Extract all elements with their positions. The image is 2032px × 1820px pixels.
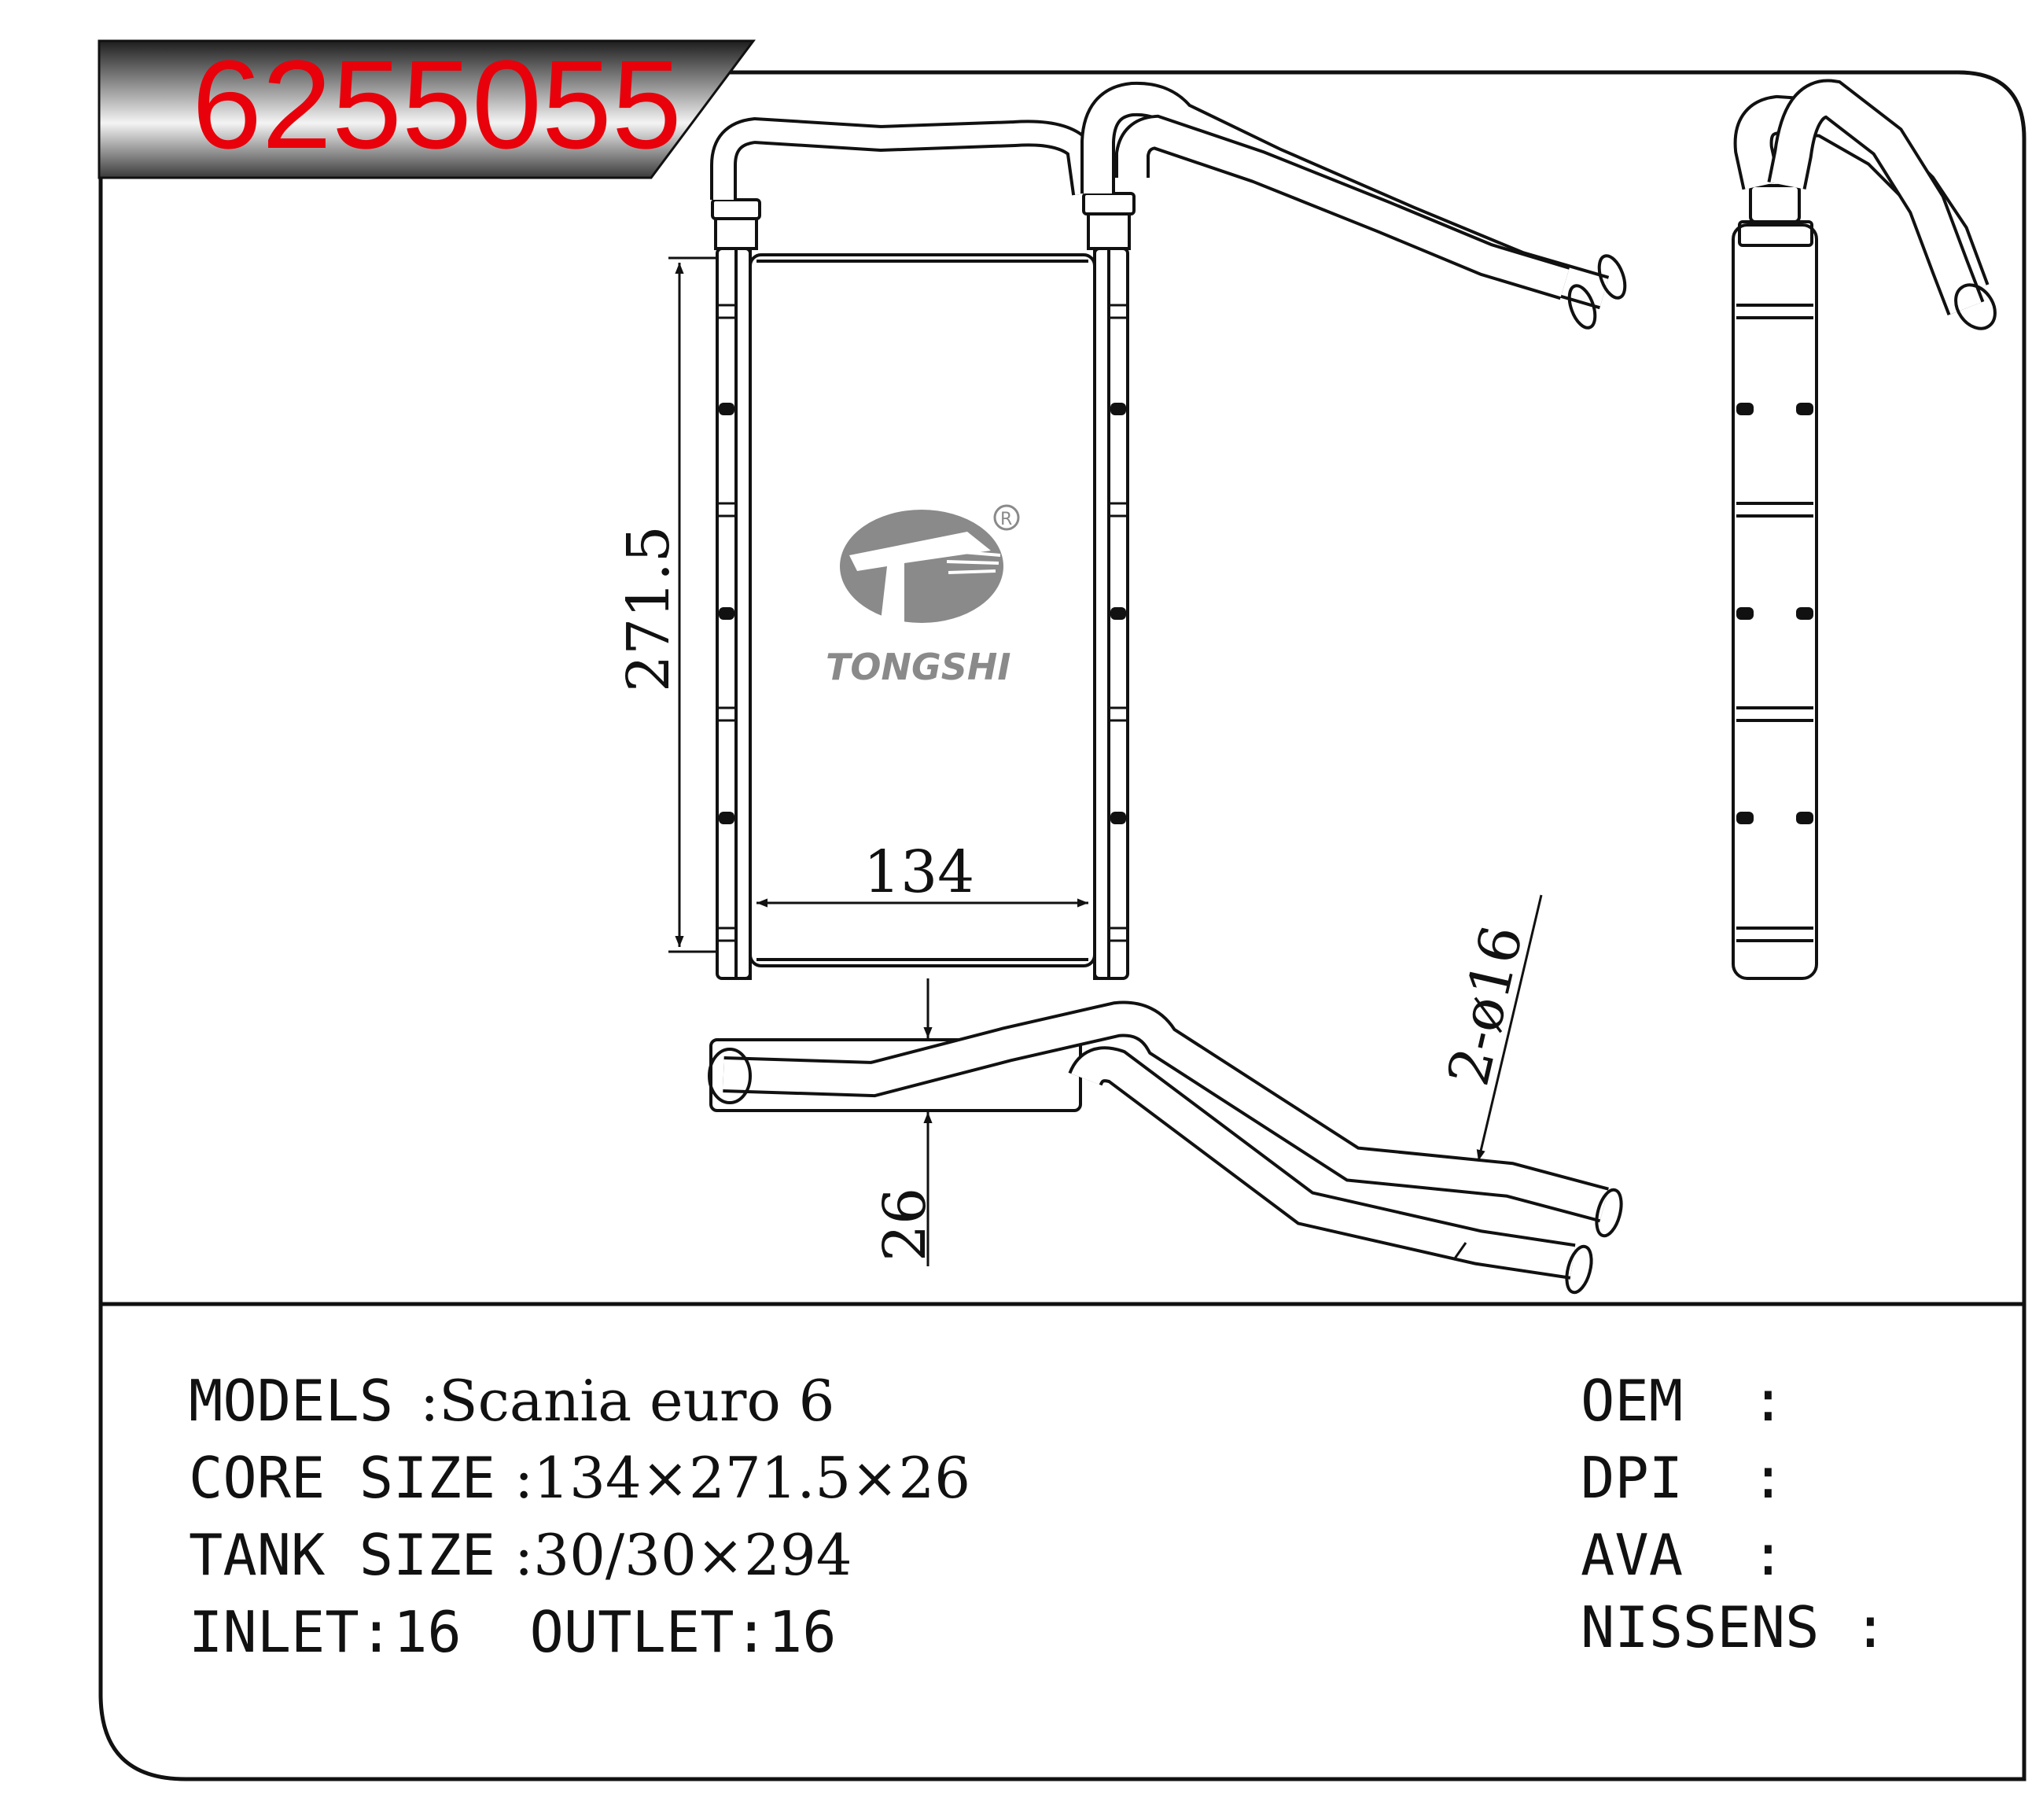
- dpi-label: DPI :: [1581, 1445, 1785, 1511]
- ava-label: AVA :: [1581, 1522, 1785, 1588]
- models-label: MODELS: [189, 1368, 393, 1434]
- height-dimension: [668, 256, 716, 953]
- core-size-label: CORE SIZE: [189, 1445, 495, 1511]
- side-view: [1732, 79, 1997, 980]
- thickness-label: 26: [871, 1188, 939, 1262]
- cross-reference-block: OEM : DPI : AVA : NISSENS :: [1581, 1368, 1887, 1660]
- core: [749, 253, 1096, 967]
- core-size-value: :134×271.5×26: [514, 1445, 970, 1511]
- front-view: [710, 81, 1627, 980]
- tank-size-label: TANK SIZE: [189, 1522, 495, 1588]
- tongshi-logo: R TONGSHI: [826, 504, 1020, 688]
- outer-frame: [98, 70, 2026, 1781]
- height-label: 271.5: [615, 525, 683, 692]
- part-number: 6255055: [192, 34, 682, 175]
- part-number-banner: 6255055: [98, 34, 756, 179]
- inlet-outlet: INLET:16 OUTLET:16: [189, 1599, 837, 1665]
- models-value: :Scania euro 6: [420, 1368, 834, 1434]
- pipe-dimension: [1453, 894, 1543, 1259]
- specs-block: MODELS :Scania euro 6 CORE SIZE :134×271…: [189, 1368, 970, 1665]
- width-label: 134: [863, 838, 974, 906]
- brand-name: TONGSHI: [826, 646, 1010, 688]
- top-view: [708, 1000, 1623, 1295]
- nissens-label: NISSENS :: [1581, 1594, 1887, 1660]
- pipe-label: 2-ø16: [1435, 919, 1536, 1092]
- tank-size-value: :30/30×294: [514, 1522, 852, 1588]
- registered-mark: R: [1000, 510, 1012, 529]
- oem-label: OEM :: [1581, 1368, 1785, 1434]
